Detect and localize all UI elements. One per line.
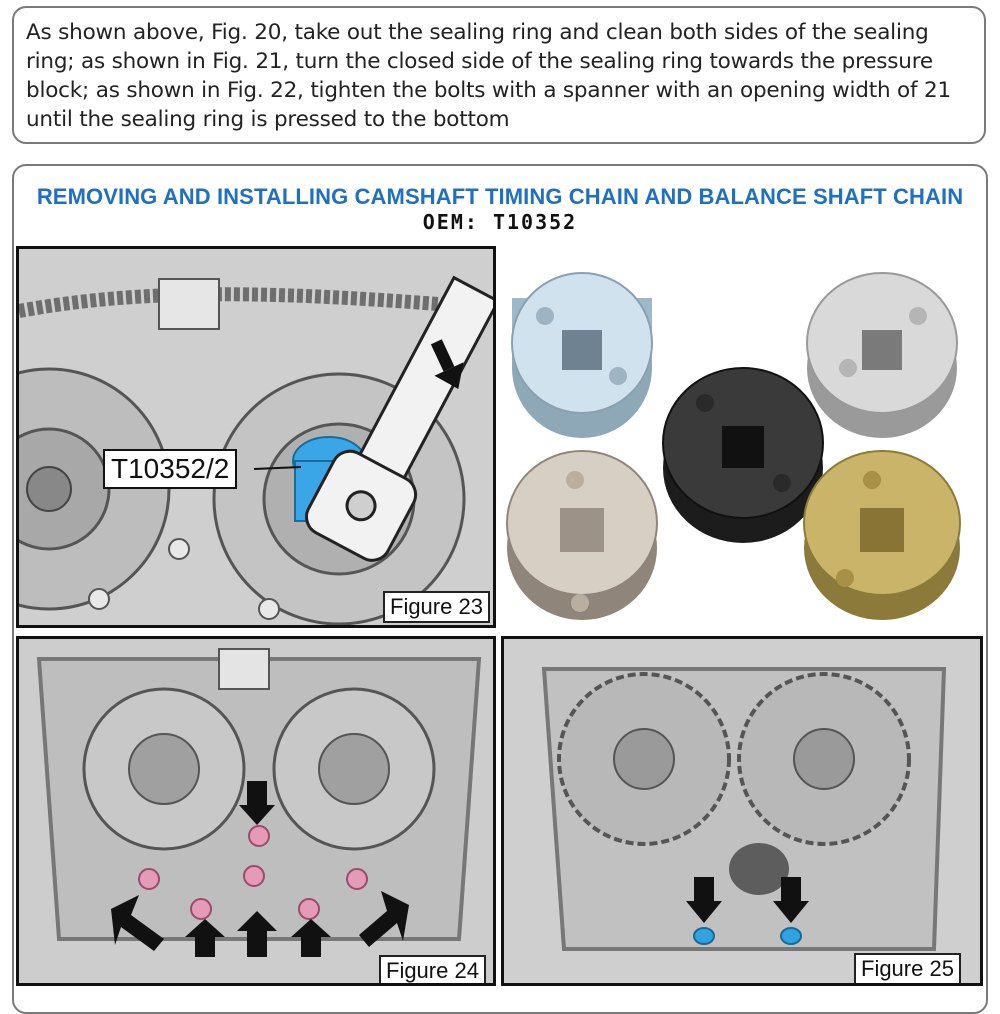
adapter-gold [803,450,961,620]
arrow-up-icon [237,911,277,957]
arrow-down-icon [111,895,164,951]
figure-24-label: Figure 24 [379,955,486,983]
figure-24-illustration [19,639,493,983]
figure-25-illustration [504,639,980,983]
instruction-box: As shown above, Fig. 20, take out the se… [12,6,986,144]
bolt-markers [693,927,802,945]
figure-23-illustration [19,249,493,625]
adapter-silver [806,272,958,438]
arrow-down-icon [686,877,722,923]
arrow-up-icon [291,919,331,957]
tool-callout: T10352/2 [103,449,238,489]
instruction-text: As shown above, Fig. 20, take out the se… [26,20,951,132]
bolt-markers [138,825,368,920]
product-photo [500,258,980,638]
adapter-champagne [506,450,658,620]
section-title: REMOVING AND INSTALLING CAMSHAFT TIMING … [36,184,964,209]
arrow-diagonal-icon [430,339,464,389]
adapter-blue-silver [511,272,653,438]
figure-25-label: Figure 25 [854,953,961,983]
figure-23-label: Figure 23 [383,591,490,623]
figure-25: Figure 25 [501,636,983,986]
arrow-down-icon [239,781,275,825]
oem-code: OEM: T10352 [422,210,578,234]
figure-24: Figure 24 [16,636,496,986]
adapter-black [662,367,824,543]
arrow-diagonal-icon [359,891,409,947]
figure-23: T10352/2 Figure 23 [16,246,496,628]
arrow-up-icon [185,919,225,957]
arrow-down-icon [773,877,809,923]
